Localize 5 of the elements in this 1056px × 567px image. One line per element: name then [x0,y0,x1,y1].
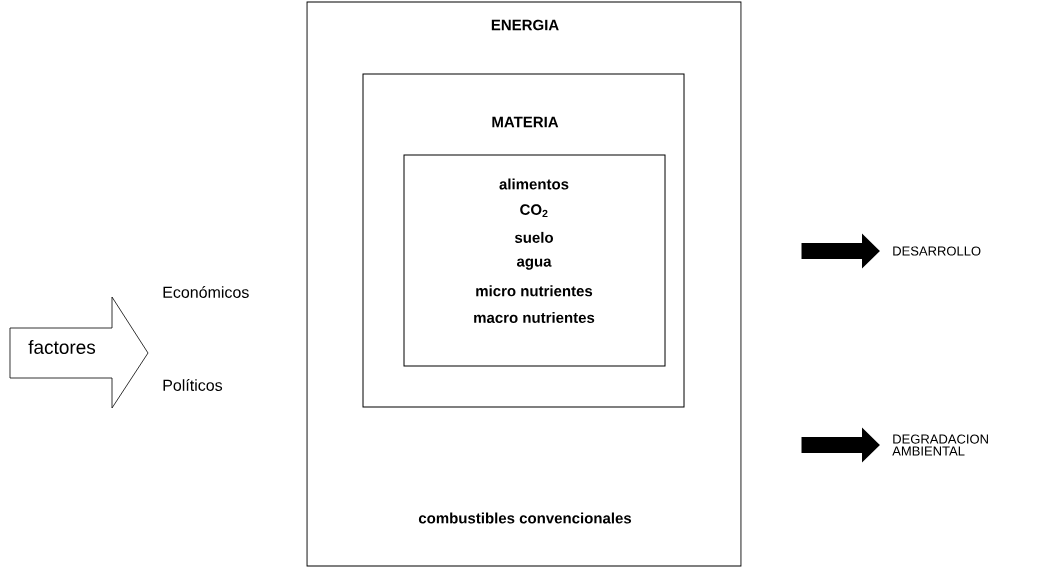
nested-box: alimentos CO$_{2}$ suelo agua micro nutrientes macro nutrientes [403,154,666,367]
outcome-text: DEGRADACION AMBIENTAL [892,434,988,456]
factor-label: Económicos [163,286,249,298]
outcome-text: DESARROLLO [893,246,981,256]
factor-label: Políticos [163,379,223,391]
